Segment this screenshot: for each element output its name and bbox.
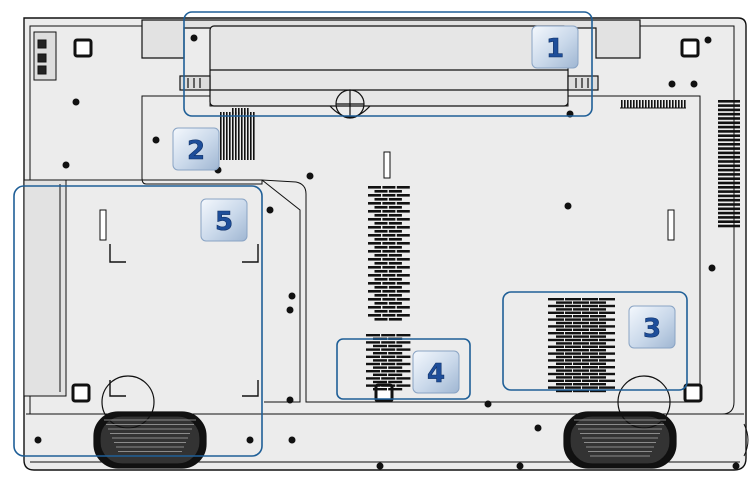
callout-label-4: 4: [427, 359, 445, 389]
rubber-feet: [71, 38, 703, 403]
callout-label-3: 3: [643, 314, 661, 344]
speaker-grille-lines: [104, 419, 666, 457]
optical-drive-tray: [23, 179, 67, 397]
speaker-right: [563, 375, 677, 469]
callout-frame-5: [13, 185, 263, 457]
screws: [34, 34, 740, 470]
right-edge-notch: [743, 423, 749, 457]
side-vent-grille: [718, 100, 740, 228]
top-right-vent: [620, 100, 686, 109]
callout-badge-2: 2: [172, 127, 220, 171]
callout-label-5: 5: [215, 207, 233, 237]
battery-pack: [141, 19, 641, 119]
callout-badge-4: 4: [412, 350, 460, 394]
center-vent-tall: [368, 186, 410, 321]
callout-frame-3: [502, 291, 688, 391]
callout-badge-1: 1: [531, 25, 579, 69]
speaker-left: [93, 375, 207, 469]
callout-label-2: 2: [187, 136, 205, 166]
fan-vent-left: [220, 108, 255, 160]
callout-frame-1: [183, 11, 593, 117]
drive-bay-corners: [109, 244, 259, 397]
callout-frame-4: [336, 338, 471, 400]
callout-frames: [13, 11, 688, 457]
callout-label-1: 1: [546, 34, 564, 64]
callout-badge-5: 5: [200, 198, 248, 242]
left-top-connector: [33, 31, 57, 81]
callout-badge-3: 3: [628, 305, 676, 349]
small-slots: [99, 151, 675, 241]
right-vent-grille: [548, 298, 615, 393]
